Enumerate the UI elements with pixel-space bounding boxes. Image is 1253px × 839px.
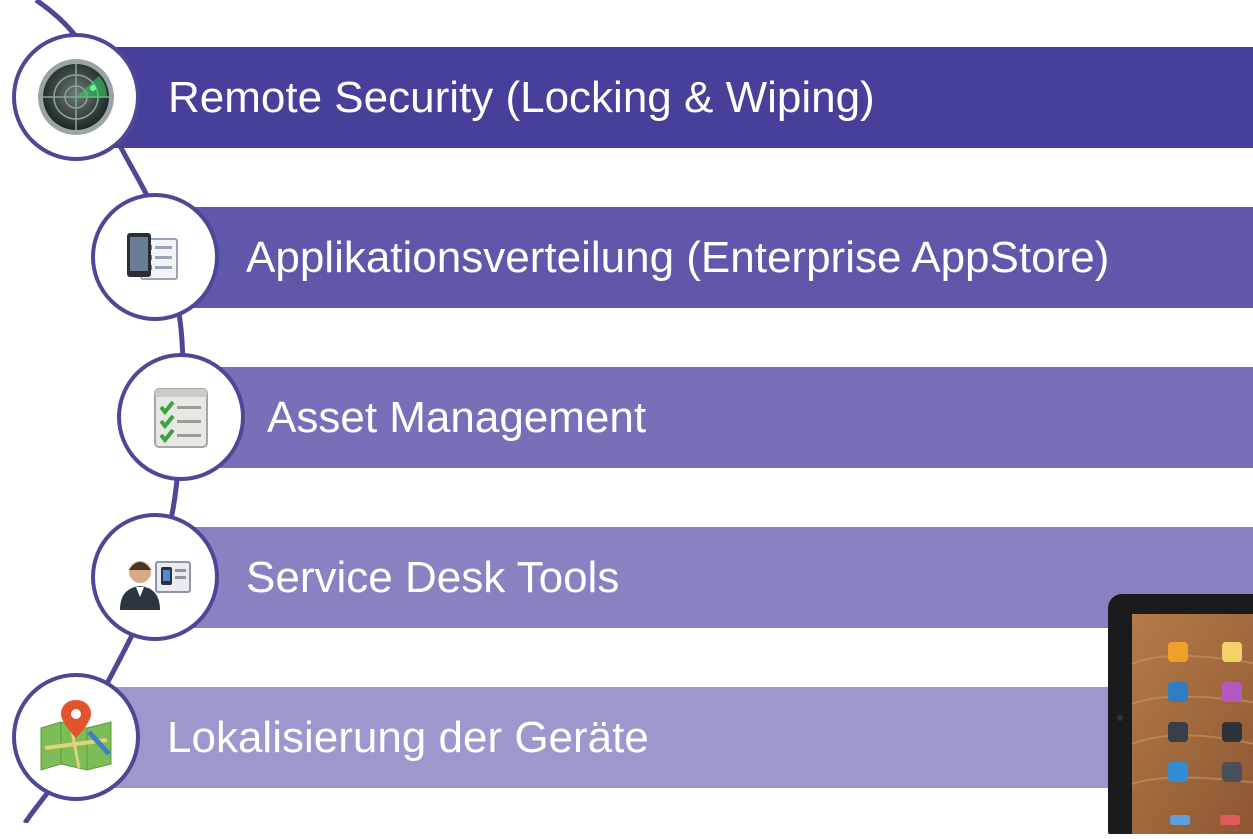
feature-label-1: Remote Security (Locking & Wiping): [168, 73, 875, 122]
feature-bar-5: Lokalisierung der Geräte: [100, 687, 1253, 788]
ipad-home-screen-icon: [1108, 594, 1253, 839]
feature-bar-2: Applikationsverteilung (Enterprise AppSt…: [160, 207, 1253, 308]
feature-node-3: [117, 353, 245, 481]
feature-label-2: Applikationsverteilung (Enterprise AppSt…: [246, 233, 1110, 282]
checklist-icon: [154, 388, 208, 448]
feature-bar-3: Asset Management: [180, 367, 1253, 468]
feature-node-1: [12, 33, 140, 161]
feature-bar-1: Remote Security (Locking & Wiping): [100, 47, 1253, 148]
feature-node-4: [91, 513, 219, 641]
radar-icon: [38, 59, 114, 135]
feature-node-5: [12, 673, 140, 801]
feature-label-4: Service Desk Tools: [246, 553, 620, 602]
feature-label-3: Asset Management: [267, 393, 647, 442]
tablet-checklist-icon: [127, 233, 178, 280]
feature-bar-4: Service Desk Tools: [160, 527, 1253, 628]
support-agent-icon: [120, 561, 191, 610]
ipad-image: [1108, 594, 1253, 839]
feature-label-5: Lokalisierung der Geräte: [167, 713, 649, 762]
feature-node-2: [91, 193, 219, 321]
map-pin-icon: [40, 700, 112, 771]
